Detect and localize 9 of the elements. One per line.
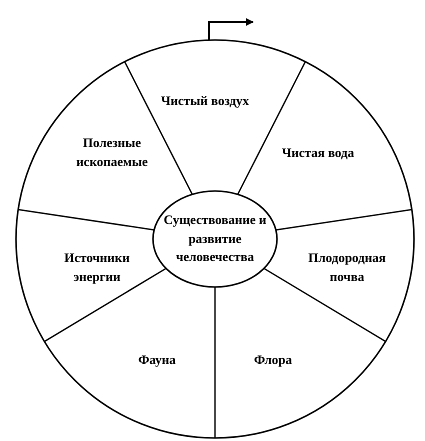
- sector-label: Плодородная почва: [307, 249, 387, 286]
- sector-label: Фауна: [137, 350, 177, 369]
- sector-label: Чистый воздух: [160, 92, 250, 110]
- sector-label: Флора: [252, 350, 294, 369]
- center-ellipse: [152, 190, 278, 288]
- sector-label: Источники энергии: [63, 249, 131, 286]
- sector-label: Полезные ископаемые: [75, 134, 149, 171]
- center-text: Существование и развитие человечества: [162, 210, 268, 266]
- sector-label: Чистая вода: [280, 144, 356, 162]
